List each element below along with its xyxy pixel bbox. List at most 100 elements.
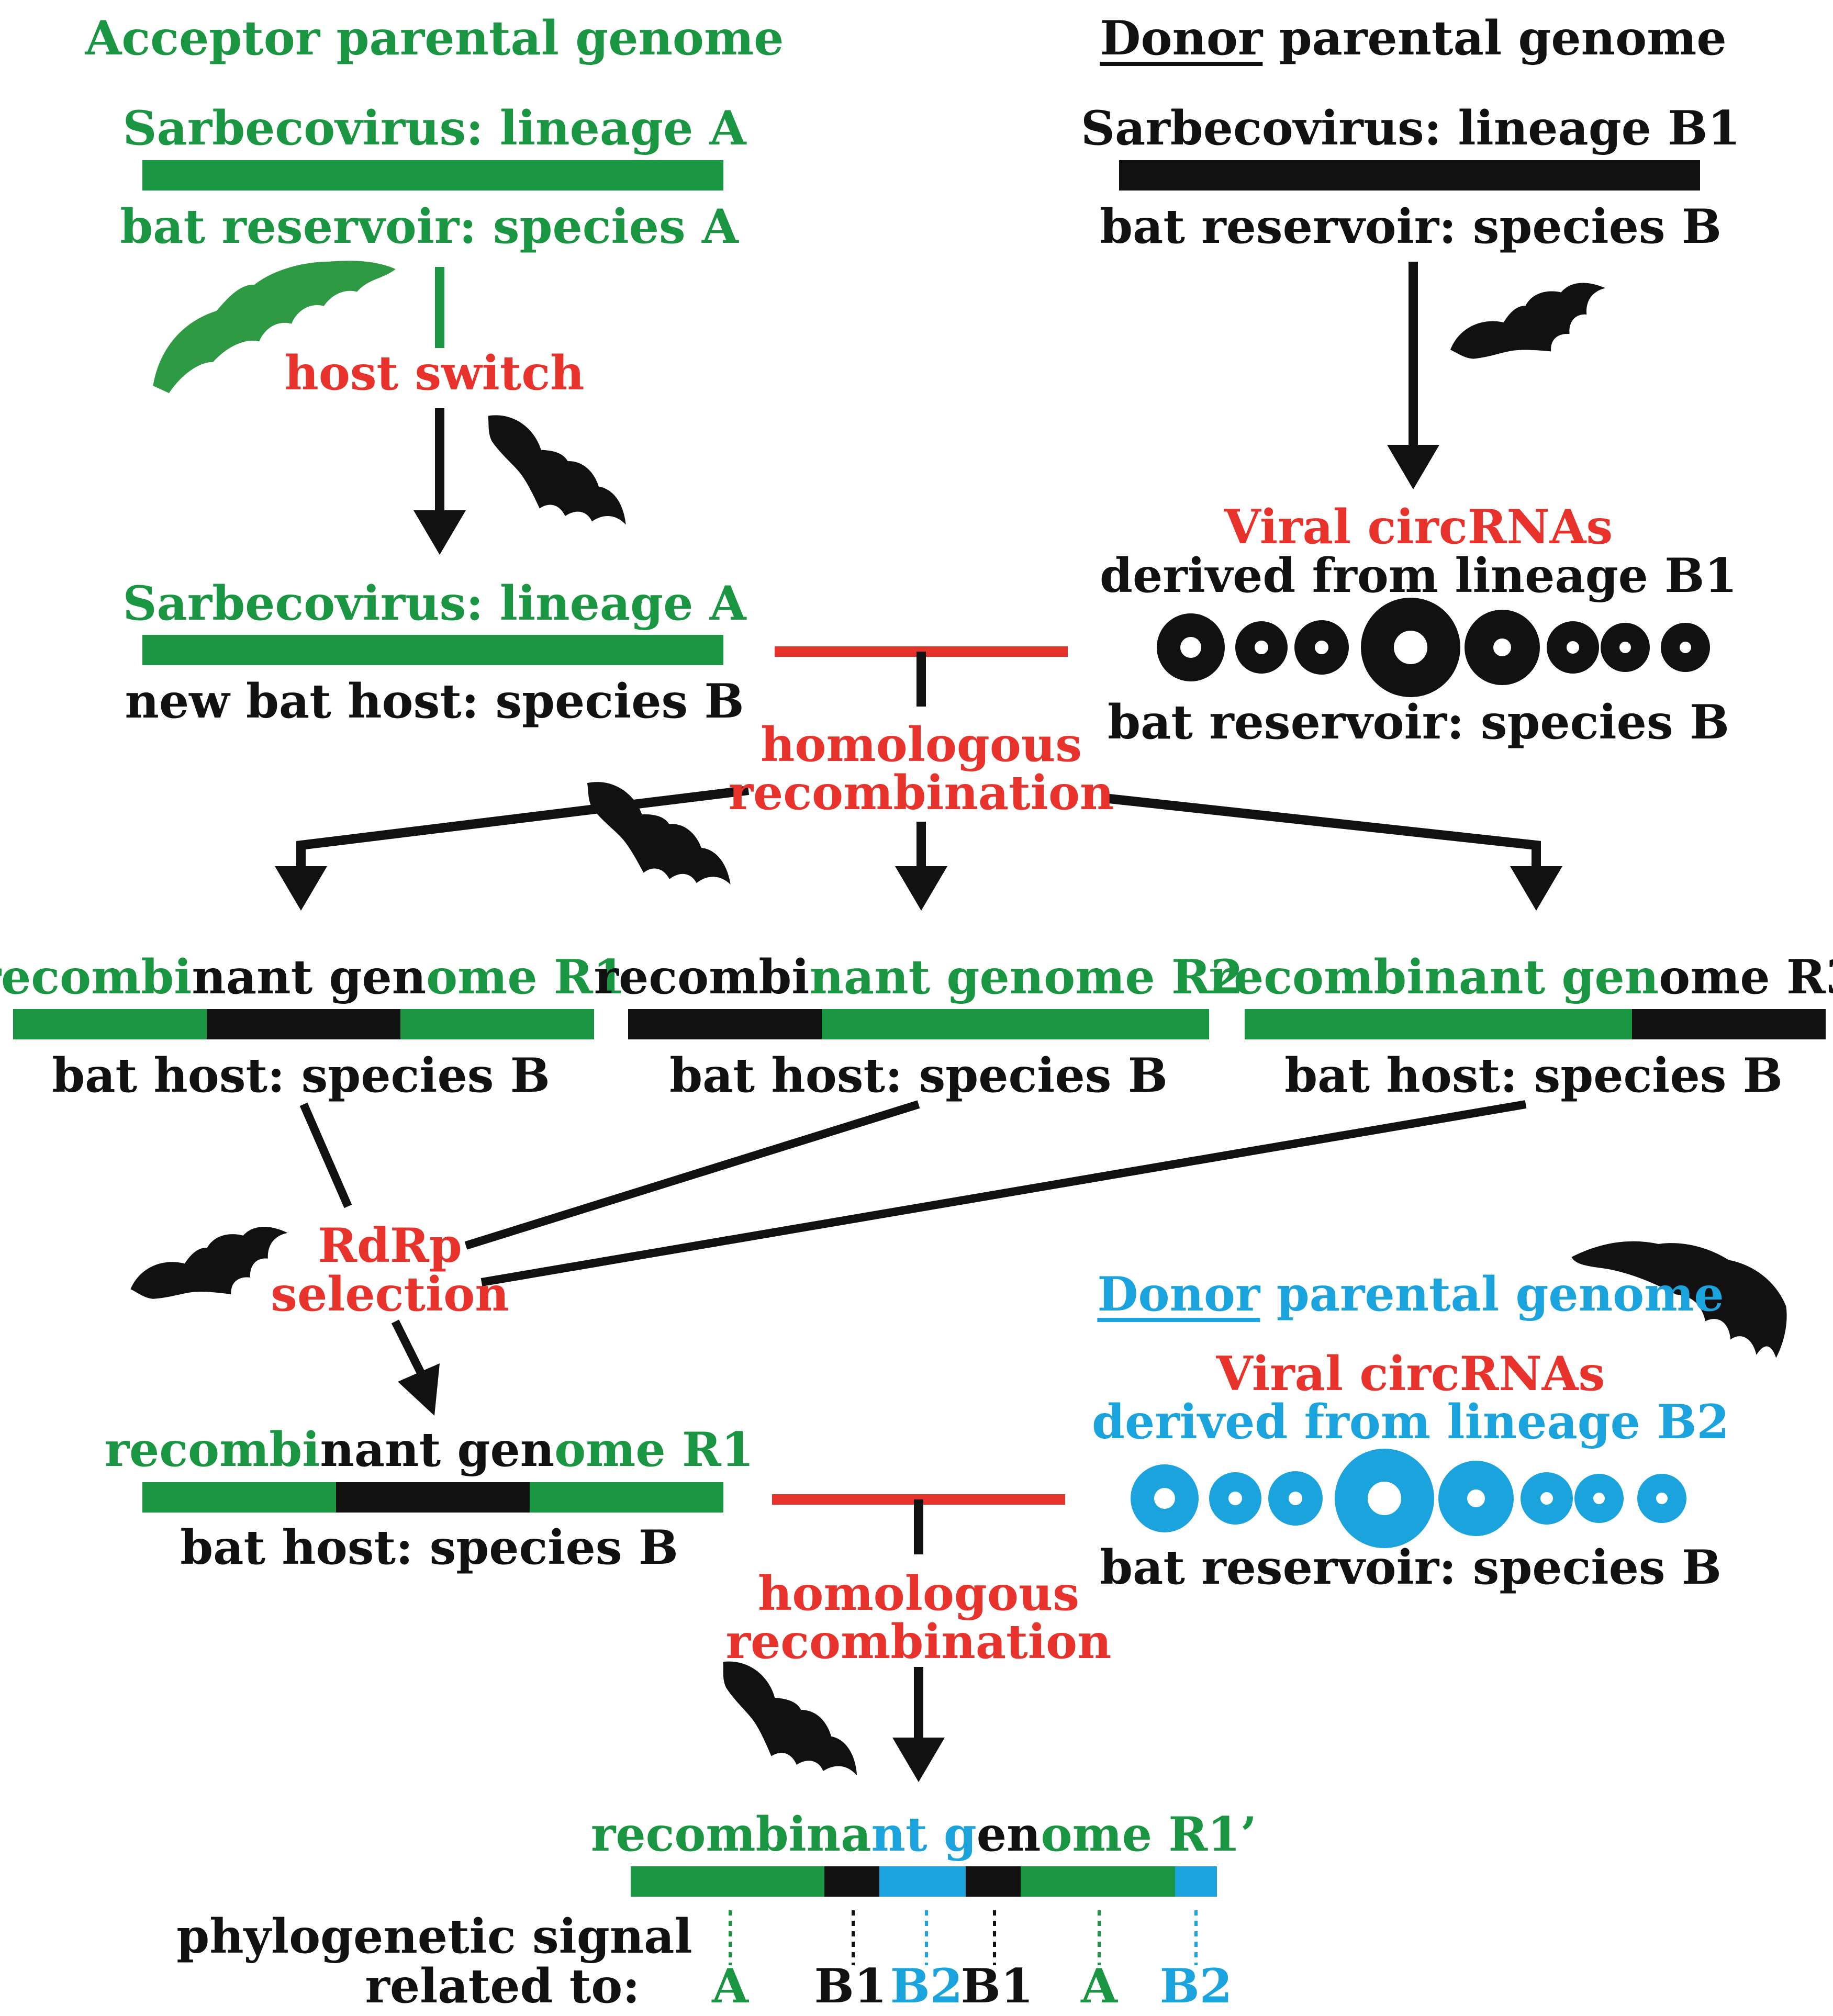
final-title-part-2: nt g (871, 1807, 977, 1862)
recomb1-label-line1: homologous (760, 717, 1082, 772)
signal-label-line2: related to: (365, 1958, 640, 2014)
final-title-part-3: en (976, 1807, 1041, 1862)
selected-segment-donor (336, 1482, 530, 1513)
final-segment-b2-1 (879, 1866, 966, 1897)
donor-b1-derived-label: derived from lineage B1 (1100, 548, 1737, 603)
connectors (275, 262, 1562, 1965)
acceptor-reservoir-label: bat reservoir: species A (120, 199, 739, 254)
circrna-b1-ring-7 (1601, 623, 1650, 672)
selected-r1-host-label: bat host: species B (180, 1520, 678, 1575)
selected-title-part-2: nant gen (320, 1422, 555, 1477)
r1-segment-donor (207, 1009, 400, 1039)
selected-title-part-1: recombi (104, 1422, 320, 1477)
circrna-rings-b2 (1131, 1449, 1686, 1548)
signal-label-line1: phylogenetic signal (176, 1909, 692, 1964)
r3-title-part-2: ome R3 (1659, 949, 1833, 1005)
signal-marker-b2-2: B2 (1159, 1958, 1233, 2014)
final-segment-b1-2 (966, 1866, 1021, 1897)
r1-title: recombinant genome R1 (0, 954, 625, 1001)
final-title-part-4: ome R1’ (1041, 1807, 1257, 1862)
r3-title: recombinant genome R3 (1209, 954, 1833, 1001)
recomb2-label-line2: recombination (725, 1614, 1112, 1670)
bat-icon-flying-1 (488, 415, 626, 525)
selection-label-line2: selection (271, 1267, 509, 1322)
r1-host-label: bat host: species B (52, 1048, 550, 1103)
donor-b2-title: Donor parental genome (1097, 1271, 1724, 1318)
bat-icon-flying-2 (1450, 283, 1606, 359)
circrna-b1-ring-3 (1294, 620, 1349, 675)
r2-host-label: bat host: species B (669, 1048, 1168, 1103)
recomb2-arrowhead (892, 1738, 945, 1782)
r1-to-selection (299, 1102, 352, 1208)
recomb1-label-line2: recombination (728, 765, 1114, 821)
r2-title-part-2: nant genome R2 (809, 949, 1244, 1005)
donor-b1-title: Donor parental genome (1100, 15, 1726, 62)
circrna-b2-ring-1 (1131, 1464, 1199, 1532)
circrna-b1-ring-2 (1235, 621, 1288, 674)
selected-segment-acceptor-left (142, 1482, 336, 1513)
final-segment-a1 (631, 1866, 824, 1897)
selection-arrow-shaft (391, 1319, 426, 1376)
acceptor-genome-bar (142, 160, 723, 191)
circrna-b2-ring-2 (1209, 1472, 1261, 1525)
bat-icon-flying-4 (130, 1227, 288, 1299)
circrna-b1-ring-8 (1661, 623, 1710, 672)
circrna-b1-ring-1 (1157, 613, 1225, 681)
circrna-b2-ring-4 (1335, 1449, 1434, 1548)
bat-icon-green (153, 261, 396, 394)
donor-b1-reservoir-label: bat reservoir: species B (1100, 199, 1722, 254)
final-title-part-1: recombina (590, 1807, 871, 1862)
r3-segment-donor (1632, 1009, 1826, 1039)
branch-r3 (1104, 793, 1541, 874)
r3-host-label: bat host: species B (1284, 1048, 1783, 1103)
bat-icon-flying-5 (1571, 1241, 1787, 1358)
r3-title-part-1: recombinant gen (1209, 949, 1659, 1005)
donor-b2-derived-label: derived from lineage B2 (1092, 1394, 1729, 1450)
bat-icon-flying-6 (723, 1661, 857, 1776)
donor-b1-lineage-label: Sarbecovirus: lineage B1 (1081, 100, 1740, 156)
branch-r1 (296, 786, 750, 874)
donor-b1-arrowhead (1387, 445, 1439, 489)
branch-r3-arrowhead (1510, 866, 1562, 911)
selection-label-line1: RdRp (318, 1218, 462, 1273)
circrna-b2-ring-5 (1438, 1461, 1514, 1536)
selection-arrowhead (398, 1363, 440, 1416)
selected-r1-title: recombinant genome R1 (105, 1426, 754, 1473)
circrna-b2-ring-7 (1574, 1474, 1624, 1523)
host-switch-label: host switch (284, 345, 585, 401)
donor-b2-circ-reservoir-label: bat reservoir: species B (1100, 1540, 1722, 1595)
final-r1prime-title: recombinant genome R1’ (591, 1811, 1257, 1858)
circrna-b1-ring-4 (1361, 598, 1460, 697)
circrna-b1-ring-5 (1465, 610, 1540, 685)
donor-b1-title-underlined: Donor (1100, 10, 1263, 66)
donor-b1-circrna-title: Viral circRNAs (1224, 499, 1613, 555)
r3-to-selection (480, 1100, 1527, 1286)
circrna-b2-ring-8 (1637, 1474, 1686, 1523)
host-switch-arrowhead (413, 510, 466, 555)
circrna-b2-ring-6 (1521, 1472, 1573, 1525)
r1-title-part-2: nant gen (192, 949, 427, 1005)
r2-segment-donor (628, 1009, 822, 1039)
acceptor-title: Acceptor parental genome (85, 10, 784, 66)
branch-r2-arrowhead (895, 866, 947, 911)
r2-title-part-1: recombi (594, 949, 810, 1005)
selected-title-part-3: ome R1 (554, 1422, 754, 1477)
final-segment-b2-2 (1175, 1866, 1217, 1897)
signal-marker-b1-1: B1 (814, 1958, 887, 2014)
signal-marker-b2-1: B2 (890, 1958, 963, 2014)
donor-b1-title-rest: parental genome (1262, 10, 1727, 66)
r1-title-part-3: ome R1 (426, 949, 626, 1005)
donor-b1-circ-reservoir-label: bat reservoir: species B (1108, 695, 1729, 750)
circrna-b1-ring-6 (1547, 621, 1599, 674)
signal-marker-a1: A (712, 1958, 748, 2014)
r3-segment-acceptor (1245, 1009, 1632, 1039)
branch-r1-arrowhead (275, 866, 327, 911)
donor-b2-title-underlined: Donor (1097, 1267, 1260, 1322)
r2-to-selection (464, 1100, 920, 1250)
acceptor-lineage-label: Sarbecovirus: lineage A (122, 100, 746, 156)
final-segment-b1-1 (824, 1866, 879, 1897)
signal-marker-b1-2: B1 (960, 1958, 1034, 2014)
final-segment-a2 (1021, 1866, 1175, 1897)
